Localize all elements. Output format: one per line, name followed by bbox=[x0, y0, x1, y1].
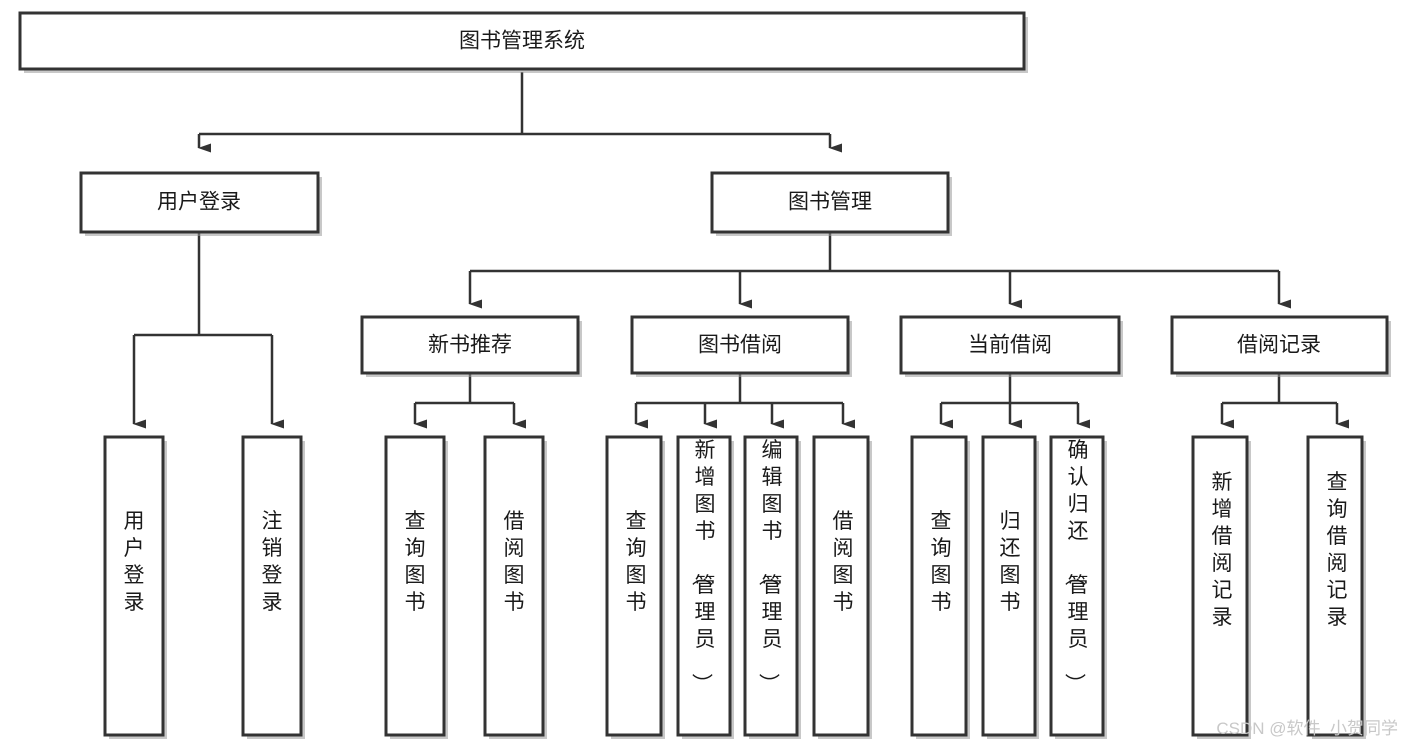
book-borrow-label: 图书借阅 bbox=[698, 334, 782, 357]
node-current-borrow[interactable]: 当前借阅 bbox=[899, 315, 1123, 377]
leaf-add-book-box bbox=[676, 435, 732, 737]
current-borrow-label: 当前借阅 bbox=[968, 334, 1052, 357]
leaf-query-book-3-label: 查询图书 bbox=[931, 510, 952, 614]
node-root[interactable]: 图书管理系统 bbox=[18, 11, 1028, 73]
node-leaf-logout[interactable]: 注销登录 bbox=[241, 435, 305, 739]
node-leaf-query-book-1[interactable]: 查询图书 bbox=[384, 435, 448, 739]
leaf-query-book-1-box bbox=[384, 435, 446, 737]
root-label: 图书管理系统 bbox=[459, 30, 585, 53]
current-borrow-box bbox=[899, 315, 1121, 375]
node-new-book-recommend[interactable]: 新书推荐 bbox=[360, 315, 582, 377]
leaf-borrow-book-2-box bbox=[812, 435, 870, 737]
node-leaf-query-book-3[interactable]: 查询图书 bbox=[910, 435, 970, 739]
node-leaf-borrow-book-1[interactable]: 借阅图书 bbox=[483, 435, 547, 739]
node-book-borrow[interactable]: 图书借阅 bbox=[630, 315, 852, 377]
leaf-return-book-label: 归还图书 bbox=[1000, 510, 1021, 614]
leaf-logout-label: 注销登录 bbox=[262, 510, 283, 614]
node-leaf-add-book[interactable]: 新增图书（管理员） bbox=[676, 435, 734, 739]
leaf-query-book-2-label: 查询图书 bbox=[626, 510, 647, 614]
node-leaf-query-record[interactable]: 查询借阅记录 bbox=[1306, 435, 1366, 739]
new-book-recommend-box bbox=[360, 315, 580, 375]
user-login-label: 用户登录 bbox=[157, 191, 241, 214]
leaf-query-book-1-label: 查询图书 bbox=[405, 510, 426, 614]
leaf-add-record-box bbox=[1191, 435, 1249, 737]
leaf-confirm-return-label: 确认归还（管理员） bbox=[1063, 439, 1089, 694]
leaf-edit-book-label: 编辑图书（管理员） bbox=[757, 439, 783, 694]
leaf-confirm-return-box bbox=[1049, 435, 1105, 737]
node-leaf-return-book[interactable]: 归还图书 bbox=[981, 435, 1039, 739]
leaf-logout-box bbox=[241, 435, 303, 737]
node-borrow-record[interactable]: 借阅记录 bbox=[1170, 315, 1391, 377]
connector-layer bbox=[132, 72, 1349, 429]
book-borrow-box bbox=[630, 315, 850, 375]
leaf-query-book-2-box bbox=[605, 435, 663, 737]
leaf-borrow-book-1-label: 借阅图书 bbox=[504, 510, 525, 614]
watermark: CSDN @软件_小贺同学 bbox=[1216, 719, 1398, 738]
node-leaf-add-record[interactable]: 新增借阅记录 bbox=[1191, 435, 1251, 739]
new-book-recommend-label: 新书推荐 bbox=[428, 334, 512, 357]
leaf-borrow-book-2-label: 借阅图书 bbox=[833, 510, 854, 614]
leaf-return-book-box bbox=[981, 435, 1037, 737]
leaf-user-login-label: 用户登录 bbox=[124, 510, 145, 614]
node-leaf-edit-book[interactable]: 编辑图书（管理员） bbox=[743, 435, 801, 739]
book-management-box bbox=[710, 171, 950, 234]
node-leaf-borrow-book-2[interactable]: 借阅图书 bbox=[812, 435, 872, 739]
book-management-label: 图书管理 bbox=[788, 191, 872, 214]
leaf-query-record-label: 查询借阅记录 bbox=[1327, 471, 1348, 629]
node-user-login[interactable]: 用户登录 bbox=[79, 171, 322, 236]
leaf-borrow-book-1-box bbox=[483, 435, 545, 737]
leaf-user-login-box bbox=[103, 435, 165, 737]
borrow-record-box bbox=[1170, 315, 1389, 375]
node-leaf-confirm-return[interactable]: 确认归还（管理员） bbox=[1049, 435, 1107, 739]
leaf-add-book-label: 新增图书（管理员） bbox=[690, 439, 716, 694]
node-leaf-user-login[interactable]: 用户登录 bbox=[103, 435, 167, 739]
root-box bbox=[18, 11, 1026, 71]
leaf-edit-book-box bbox=[743, 435, 799, 737]
leaf-query-record-box bbox=[1306, 435, 1364, 737]
leaf-add-record-label: 新增借阅记录 bbox=[1212, 471, 1233, 629]
borrow-record-label: 借阅记录 bbox=[1237, 334, 1321, 357]
leaf-query-book-3-box bbox=[910, 435, 968, 737]
node-book-management[interactable]: 图书管理 bbox=[710, 171, 952, 236]
user-login-box bbox=[79, 171, 320, 234]
node-leaf-query-book-2[interactable]: 查询图书 bbox=[605, 435, 665, 739]
